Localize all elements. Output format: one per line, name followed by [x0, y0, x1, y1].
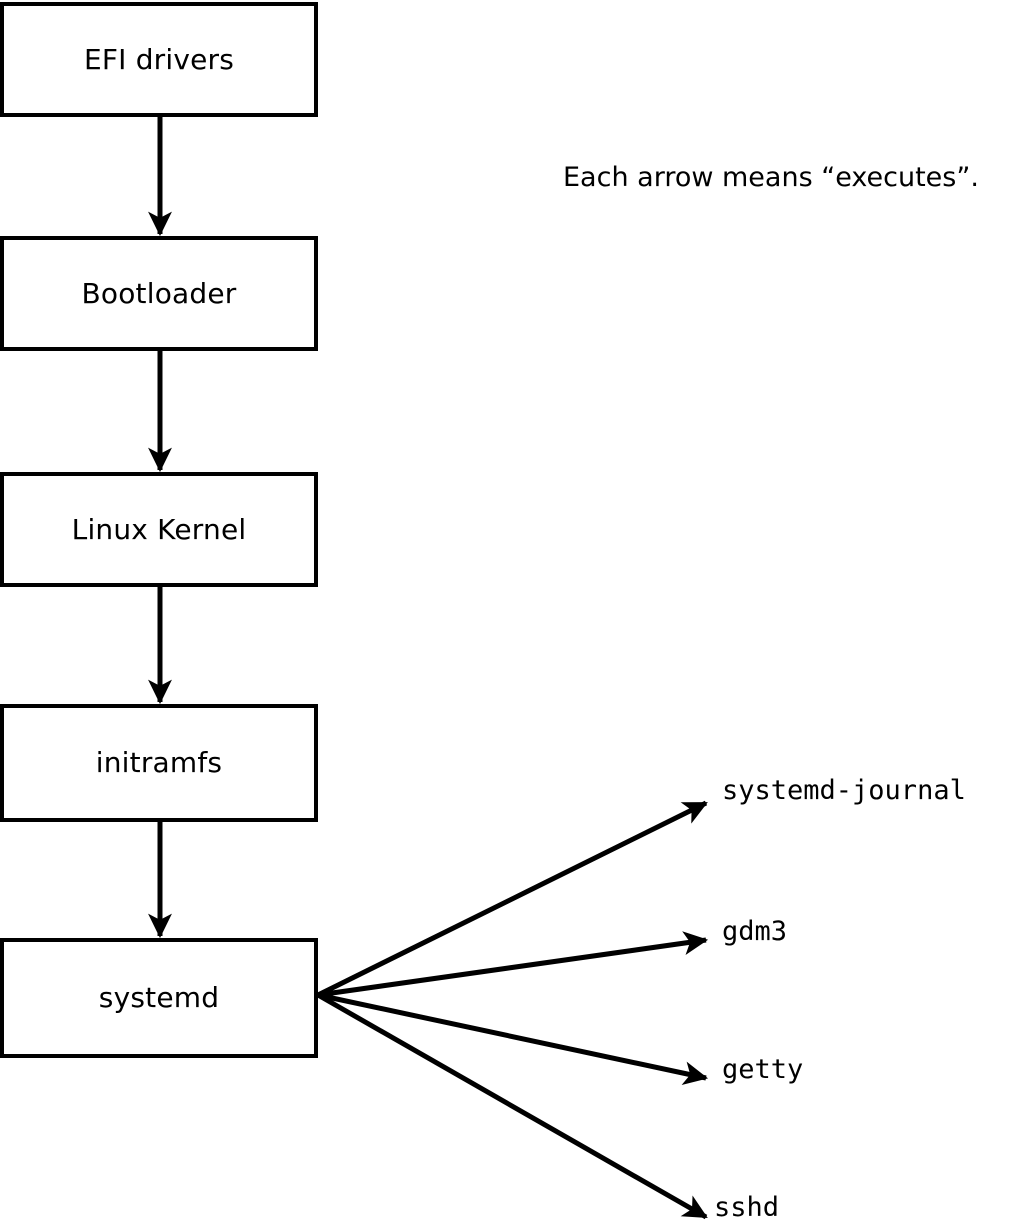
stage-label-bootloader: Bootloader — [81, 276, 237, 310]
stage-box-efi-drivers[interactable]: EFI drivers — [0, 2, 318, 117]
fanout-arrow-sshd — [316, 992, 708, 1220]
stage-label-linux-kernel: Linux Kernel — [71, 512, 247, 546]
stage-box-initramfs[interactable]: initramfs — [0, 704, 318, 822]
stage-box-bootloader[interactable]: Bootloader — [0, 236, 318, 351]
fanout-arrow-systemd-journal — [316, 800, 708, 998]
fanout-arrow-group — [316, 800, 709, 1220]
fanout-arrow-gdm3 — [317, 931, 709, 998]
stage-box-linux-kernel[interactable]: Linux Kernel — [0, 472, 318, 587]
stage-box-systemd[interactable]: systemd — [0, 938, 318, 1058]
service-label-gdm3[interactable]: gdm3 — [722, 916, 788, 947]
fanout-arrow-getty — [317, 992, 709, 1086]
stage-label-systemd: systemd — [98, 981, 220, 1014]
service-label-systemd-journal[interactable]: systemd-journal — [722, 775, 966, 806]
service-label-getty[interactable]: getty — [722, 1054, 804, 1085]
stage-label-initramfs: initramfs — [95, 746, 223, 779]
service-label-sshd[interactable]: sshd — [714, 1192, 780, 1223]
diagram-caption: Each arrow means “executes”. — [563, 162, 979, 193]
stage-label-efi-drivers: EFI drivers — [83, 42, 235, 76]
